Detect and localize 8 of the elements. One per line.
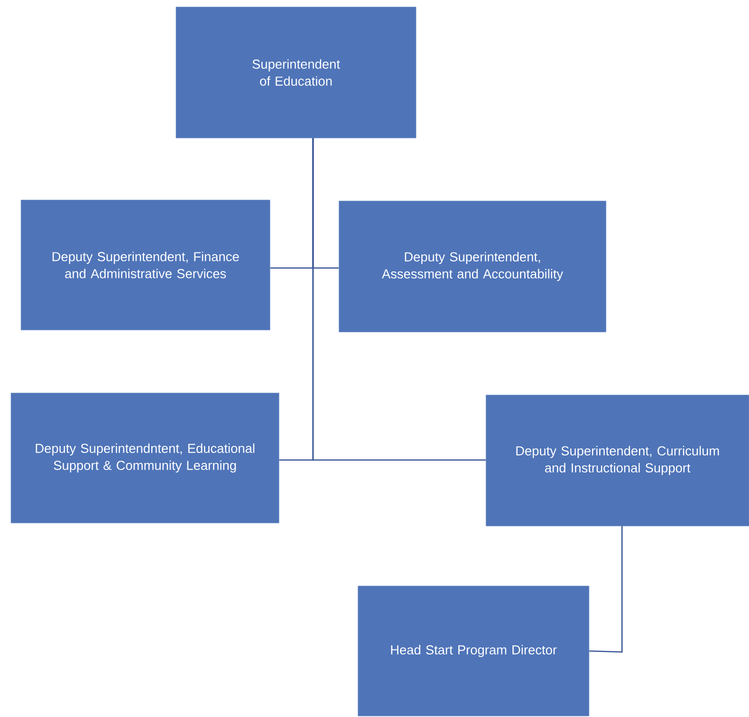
- org-box: Deputy Superintendent, Finance and Administrative Services: [20, 200, 270, 330]
- org-box: Head Start Program Director: [358, 586, 590, 716]
- org-box: Deputy Superintendent, Curriculum and Instructional Support: [486, 394, 749, 526]
- org-box: Deputy Superintendntent, Educational Support & Community Learning: [10, 392, 280, 524]
- org-box: Superintendent of Education: [176, 6, 416, 138]
- connector-line: [312, 138, 486, 461]
- org-box: Deputy Superintendent, Assessment and Accountability: [338, 200, 606, 332]
- connector-line: [589, 526, 623, 653]
